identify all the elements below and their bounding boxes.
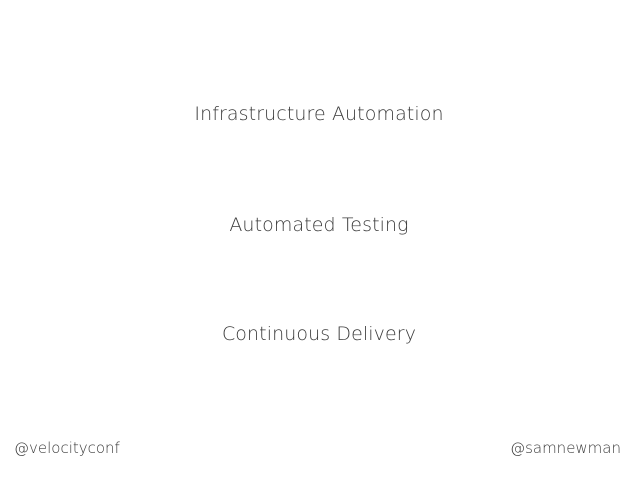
- slide-line-automated-testing: Automated Testing: [229, 214, 409, 236]
- slide-line-continuous-delivery: Continuous Delivery: [221, 323, 417, 345]
- slide-line-infrastructure-automation: Infrastructure Automation: [194, 103, 444, 125]
- footer-handle-right: @samnewman: [510, 439, 621, 457]
- footer-handle-left: @velocityconf: [14, 439, 120, 457]
